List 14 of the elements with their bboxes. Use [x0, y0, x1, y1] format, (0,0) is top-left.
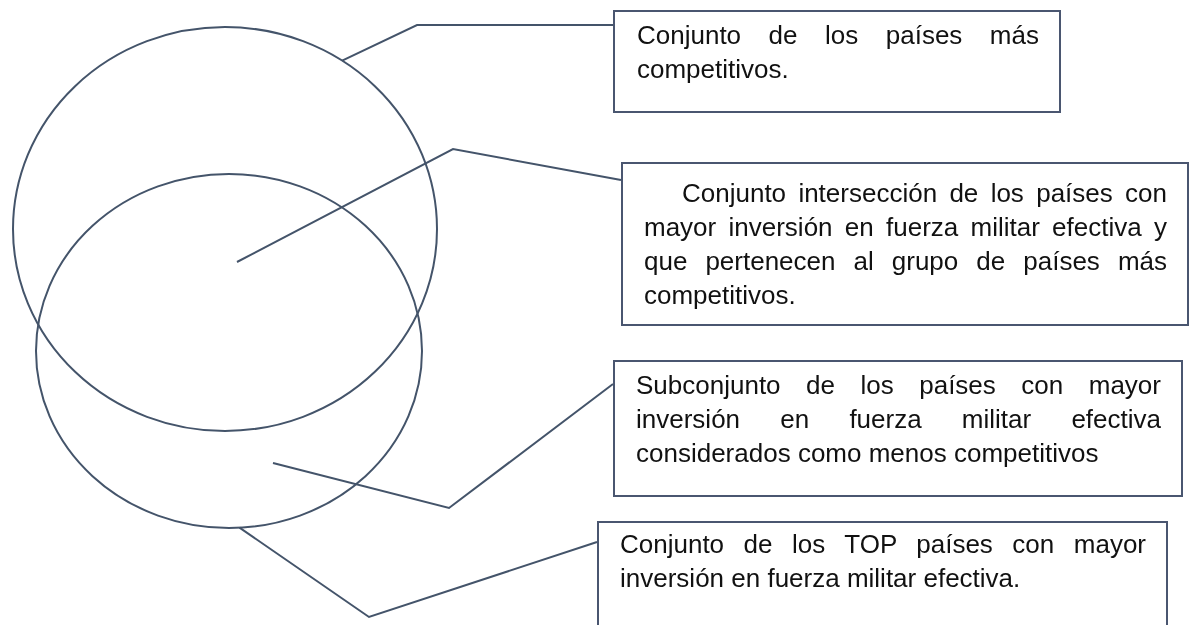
description-text: Conjunto de los TOP países con mayor inversión en fuerza militar efectiva.: [620, 528, 1146, 595]
description-box: [613, 360, 1183, 497]
leader-line: [238, 526, 598, 619]
description-box: [621, 162, 1189, 326]
description-text: Conjunto de los países más competitivos.: [637, 19, 1039, 86]
description-box: [613, 10, 1061, 113]
leader-line: [236, 147, 622, 263]
leader-line: [341, 24, 614, 62]
set-circle: [11, 25, 439, 433]
set-circle: [34, 172, 424, 530]
description-text: Conjunto intersección de los países con mayor inversión en fuerza militar efectiva y que pertenecen al grupo de países más competitivos.: [644, 177, 1167, 312]
leader-line: [272, 383, 614, 510]
description-text: Subconjunto de los países con mayor inversión en fuerza militar efectiva considerados como menos competitivos: [636, 369, 1161, 470]
description-box: [597, 521, 1168, 625]
